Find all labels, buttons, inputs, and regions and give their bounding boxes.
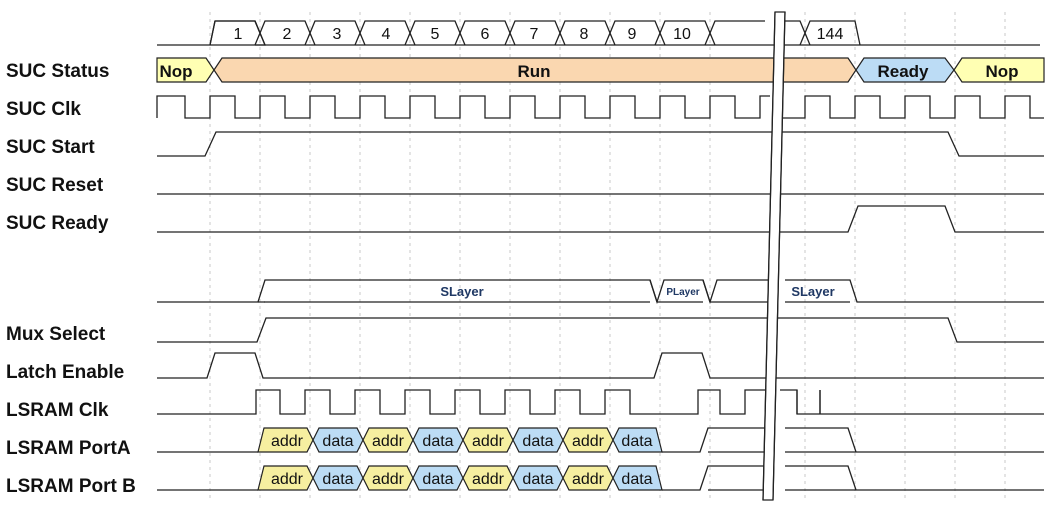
port-cell-label: addr — [271, 471, 304, 488]
label-latch-enable: Latch Enable — [6, 362, 124, 383]
port-cell-data — [612, 465, 663, 491]
port-cell-label: data — [522, 471, 553, 488]
port-cell-label: data — [422, 471, 453, 488]
cycle-counter-row: 1 2 3 4 5 6 7 8 9 10 144 — [157, 20, 1040, 46]
cycle-number: 5 — [431, 26, 440, 43]
mux-select-wave — [157, 317, 1044, 343]
state-label: Ready — [877, 62, 929, 81]
label-suc-clk: SUC Clk — [6, 99, 81, 120]
suc-status-row: Nop Run Ready Nop — [156, 57, 1045, 83]
port-cell-label: addr — [572, 433, 605, 450]
lsram-porta-row: addr data addr data addr data addr data — [157, 427, 1044, 453]
suc-start-wave — [157, 131, 1044, 157]
cycle-number: 10 — [673, 26, 691, 43]
port-cell-label: data — [322, 433, 353, 450]
cycle-number: 4 — [382, 26, 391, 43]
port-cell-label: addr — [572, 471, 605, 488]
layer-label: PLayer — [666, 287, 699, 298]
port-cell-data — [612, 427, 663, 453]
state-nop-end — [953, 57, 1045, 83]
label-suc-start: SUC Start — [6, 137, 95, 158]
port-cell-label: addr — [372, 433, 405, 450]
lsram-clk-wave — [157, 389, 1044, 415]
label-lsram-porta: LSRAM PortA — [6, 438, 131, 459]
cycle-number: 1 — [234, 26, 243, 43]
layer-label: SLayer — [791, 284, 834, 299]
suc-clk-wave — [156, 95, 1044, 119]
cycle-number: 7 — [530, 26, 539, 43]
port-cell-label: data — [621, 433, 652, 450]
label-suc-ready: SUC Ready — [6, 213, 109, 234]
cycle-number: 3 — [333, 26, 342, 43]
port-cell-label: data — [422, 433, 453, 450]
state-label: Nop — [159, 62, 192, 81]
port-cell-label: data — [522, 433, 553, 450]
layer-label: SLayer — [440, 284, 483, 299]
lsram-portb-row: addr data addr data addr data addr data — [157, 465, 1044, 491]
port-cell-label: addr — [372, 471, 405, 488]
cycle-number: 6 — [481, 26, 490, 43]
port-cell-addr — [257, 427, 314, 453]
suc-ready-wave — [157, 205, 1044, 233]
cycle-number: 144 — [817, 26, 844, 43]
label-suc-reset: SUC Reset — [6, 175, 104, 196]
port-cell-addr — [257, 465, 314, 491]
cycle-number: 2 — [283, 26, 292, 43]
port-cell-label: addr — [271, 433, 304, 450]
port-cell-label: addr — [472, 471, 505, 488]
label-lsram-portb: LSRAM Port B — [6, 476, 136, 497]
layer-row: SLayer PLayer SLayer — [157, 279, 1044, 305]
label-lsram-clk: LSRAM Clk — [6, 400, 109, 421]
cycle-number: 8 — [580, 26, 589, 43]
state-label: Nop — [985, 62, 1018, 81]
port-cell-label: addr — [472, 433, 505, 450]
label-suc-status: SUC Status — [6, 61, 109, 82]
time-break-marker — [762, 11, 786, 501]
state-label: Run — [517, 62, 550, 81]
cycle-number: 9 — [628, 26, 637, 43]
label-mux-select: Mux Select — [6, 324, 106, 345]
port-cell-label: data — [322, 471, 353, 488]
port-cell-label: data — [621, 471, 652, 488]
latch-enable-wave — [157, 352, 1044, 379]
grid-lines — [209, 12, 1006, 500]
state-nop — [156, 57, 215, 83]
